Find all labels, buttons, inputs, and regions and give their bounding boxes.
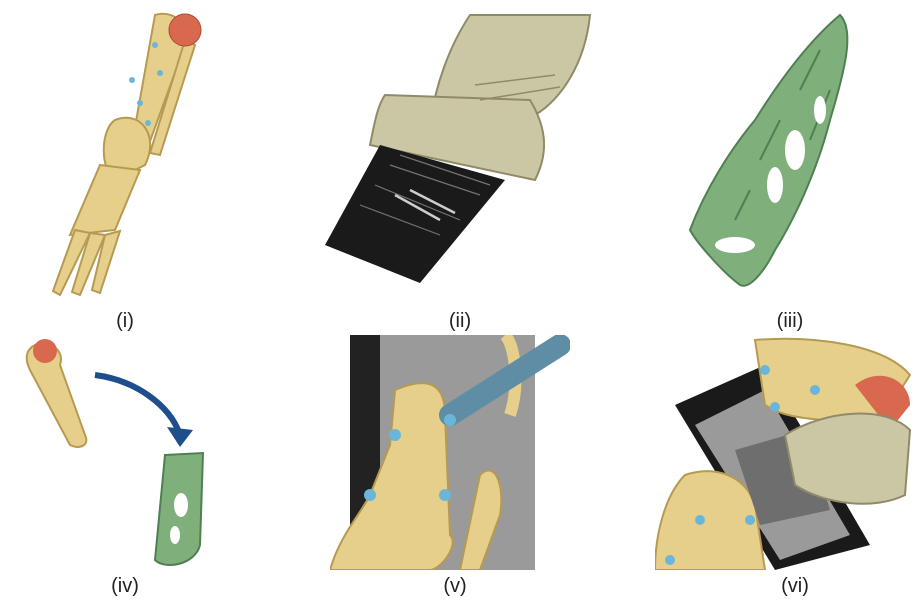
panel-v	[330, 335, 570, 570]
surface-hole	[767, 167, 783, 203]
segmented-surface-illustration	[680, 10, 880, 295]
marker	[389, 429, 401, 441]
marker	[137, 100, 143, 106]
marker	[760, 365, 770, 375]
registration-illustration	[5, 335, 235, 580]
marker	[810, 385, 820, 395]
marker	[129, 77, 135, 83]
registration-arrow	[95, 375, 180, 435]
surface-hole	[715, 237, 755, 253]
cartilage-cap	[169, 14, 201, 46]
marker	[444, 414, 456, 426]
panel-label-iii: (iii)	[730, 310, 850, 333]
ultrasound-probe-illustration	[320, 5, 600, 290]
marker	[152, 42, 158, 48]
metatarsals-shape	[70, 165, 140, 235]
panel-iv	[5, 335, 235, 580]
marker	[145, 120, 151, 126]
panel-label-v: (v)	[395, 575, 515, 598]
cartilage-cap	[33, 339, 57, 363]
marker	[665, 555, 675, 565]
bone-small	[27, 344, 87, 447]
marker	[695, 515, 705, 525]
arrow-head	[167, 427, 193, 447]
marker	[745, 515, 755, 525]
surface-shape	[690, 15, 847, 286]
marker	[364, 489, 376, 501]
marker	[157, 70, 163, 76]
surface-hole	[785, 130, 805, 170]
marker	[439, 489, 451, 501]
probe-handle	[785, 414, 910, 504]
pointer-illustration	[330, 335, 570, 570]
panel-i	[20, 5, 230, 300]
panel-iii	[680, 10, 880, 295]
panel-label-ii: (ii)	[400, 310, 520, 333]
bone-model-illustration	[20, 5, 230, 300]
panel-vi	[655, 335, 917, 570]
panel-ii	[320, 5, 600, 290]
marker	[770, 402, 780, 412]
panel-label-vi: (vi)	[735, 575, 855, 598]
surface-hole	[814, 96, 826, 124]
panel-label-iv: (iv)	[65, 575, 185, 598]
panel-label-i: (i)	[65, 310, 185, 333]
probe-over-bone-illustration	[655, 335, 917, 570]
